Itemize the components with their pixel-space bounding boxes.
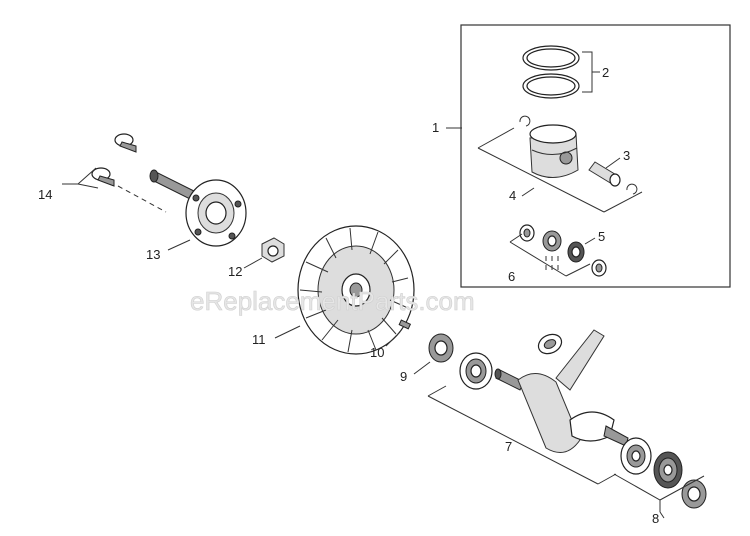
bracket-6 [509, 233, 591, 277]
nut [261, 237, 285, 263]
callout-3: 3 [623, 148, 630, 163]
ball-bearing-right [620, 437, 652, 475]
bracket-7 [427, 385, 617, 485]
piston [529, 124, 579, 178]
callout-2: 2 [602, 65, 609, 80]
oil-seal-right [681, 479, 707, 509]
callout-8: 8 [652, 511, 659, 526]
leader-9 [413, 361, 431, 375]
bracket-14 [62, 167, 99, 189]
callout-4: 4 [509, 188, 516, 203]
callout-6: 6 [508, 269, 515, 284]
watermark: eReplacementParts.com [190, 286, 475, 316]
circlip-left [519, 115, 531, 127]
leader-11 [274, 325, 301, 339]
callout-13: 13 [146, 247, 160, 262]
circlip-right [626, 183, 638, 195]
oil-seal [428, 333, 454, 363]
piston-pin [588, 161, 621, 187]
piston-kit-box [460, 24, 731, 288]
leader-10 [385, 331, 401, 347]
bolt-upper [114, 133, 137, 153]
leader-5 [584, 237, 596, 245]
dash-axis-13 [117, 185, 167, 213]
bolt-lower [91, 167, 115, 187]
flange-shaft [149, 169, 247, 247]
woodruff-key [398, 319, 412, 330]
leader-3 [605, 157, 621, 169]
bracket-8 [613, 473, 705, 512]
bracket-4 [477, 127, 643, 213]
callout-11: 11 [252, 332, 266, 347]
callout-7: 7 [505, 439, 512, 454]
drive-gear [653, 451, 683, 489]
leader-2 [582, 51, 600, 93]
piston-rings [522, 45, 580, 99]
crankshaft [494, 329, 629, 453]
leader-4 [521, 187, 535, 197]
leader-12 [243, 257, 263, 269]
leader-13 [167, 239, 191, 251]
flywheel [297, 225, 415, 355]
leader-8 [659, 511, 665, 519]
callout-5: 5 [598, 229, 605, 244]
callout-12: 12 [228, 264, 242, 279]
needle-bearing-kit [519, 224, 607, 277]
callout-14: 14 [38, 187, 52, 202]
callout-9: 9 [400, 369, 407, 384]
ball-bearing-left [459, 352, 493, 390]
callout-1: 1 [432, 120, 439, 135]
callout-10: 10 [370, 345, 384, 360]
